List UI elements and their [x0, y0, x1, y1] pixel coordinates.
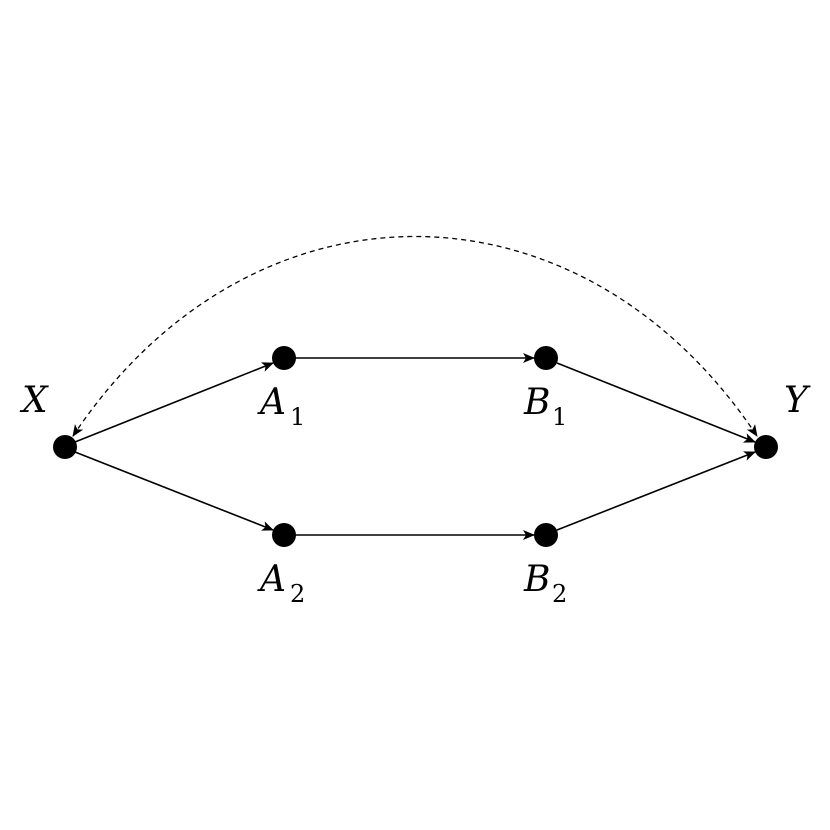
- edge-x-a1: [74, 362, 274, 443]
- label-a2: A 2: [257, 559, 305, 608]
- label-b1: B 1: [523, 382, 567, 431]
- label-x: X: [19, 380, 49, 421]
- label-b2: B 2: [523, 559, 567, 608]
- label-b1-subscript: 1: [552, 403, 567, 431]
- label-b2-subscript: 2: [552, 580, 567, 608]
- node-y: [754, 435, 778, 459]
- edge-b1-y: [556, 362, 756, 443]
- node-a2: [272, 523, 296, 547]
- edge-x-a2: [74, 451, 274, 531]
- node-a1: [272, 346, 296, 370]
- label-a1-subscript: 1: [290, 403, 305, 431]
- edge-b2-y: [556, 451, 756, 531]
- label-a2-subscript: 2: [290, 580, 305, 608]
- node-b2: [534, 523, 558, 547]
- label-a1-letter: A: [257, 382, 286, 423]
- node-b1: [534, 346, 558, 370]
- label-a2-letter: A: [257, 559, 286, 600]
- node-x: [53, 435, 77, 459]
- edge-x-y-dashed-bidirected: [72, 235, 758, 437]
- label-a1: A 1: [257, 382, 305, 431]
- label-b1-letter: B: [523, 382, 550, 423]
- label-y: Y: [784, 380, 811, 421]
- label-b2-letter: B: [523, 559, 550, 600]
